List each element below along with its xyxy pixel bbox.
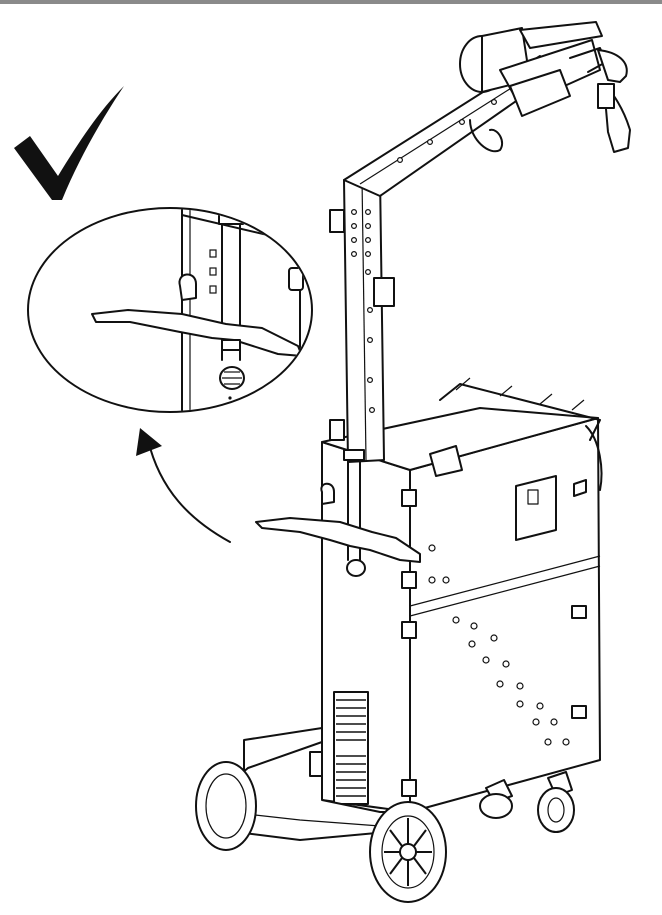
curved-arrow-icon xyxy=(136,428,231,543)
cable-hook xyxy=(429,445,463,477)
caster-wheels xyxy=(479,771,575,833)
spool-and-torch-assembly xyxy=(459,21,631,153)
right-wheel xyxy=(369,801,447,903)
torch-holder-bracket xyxy=(255,449,421,577)
top-rule xyxy=(0,0,662,4)
detail-magnifier xyxy=(27,207,313,413)
mast-arm xyxy=(329,175,395,463)
left-wheel xyxy=(195,761,257,851)
check-mark-icon xyxy=(14,86,124,200)
